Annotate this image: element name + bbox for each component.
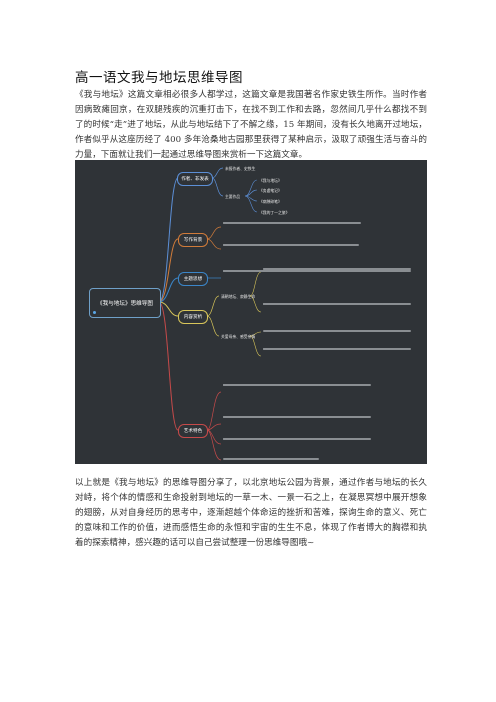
work-1: 《我与地坛》 [259,178,282,183]
branch-background: 写作背景 [178,233,208,247]
work-2: 《务虚笔记》 [259,188,282,193]
work-3: 《病隙碎笔》 [259,199,282,204]
branch-theme: 主题思想 [178,272,208,286]
author-name: 未报作者、史铁生 [225,166,256,171]
root-label: 《我与地坛》思维导图 [97,301,153,307]
conclusion-paragraph: 以上就是《我与地坛》的思维导图分享了，以北京地坛公园为背景，通过作者与地坛的长久… [75,478,427,548]
page-title: 高一语文我与地坛思维导图 [75,70,243,86]
content-sub-1: 清朝地坛、寂静生命 [221,294,256,299]
branch-author: 作者、非发表 [177,172,213,186]
intro-paragraph: 《我与地坛》这篇文章相必很多人都学过，这篇文章是我国著名作家史铁生所作。当时作者… [75,90,427,160]
branch-content: 内容赏析 [178,310,208,324]
author-works-label: 主要作品 [225,194,241,199]
root-dot [93,311,96,314]
mindmap-image: 《我与地坛》思维导图 作者、非发表 写作背景 主题思想 内容赏析 艺术特色 未报… [75,160,427,464]
mindmap-root-node: 《我与地坛》思维导图 [89,288,161,318]
content-sub-2: 关爱母亲、感受亲情 [221,334,256,339]
mindmap-connectors [158,167,262,461]
work-4: 《我的丁一之旅》 [259,210,290,215]
branch-art: 艺术特色 [178,424,208,438]
